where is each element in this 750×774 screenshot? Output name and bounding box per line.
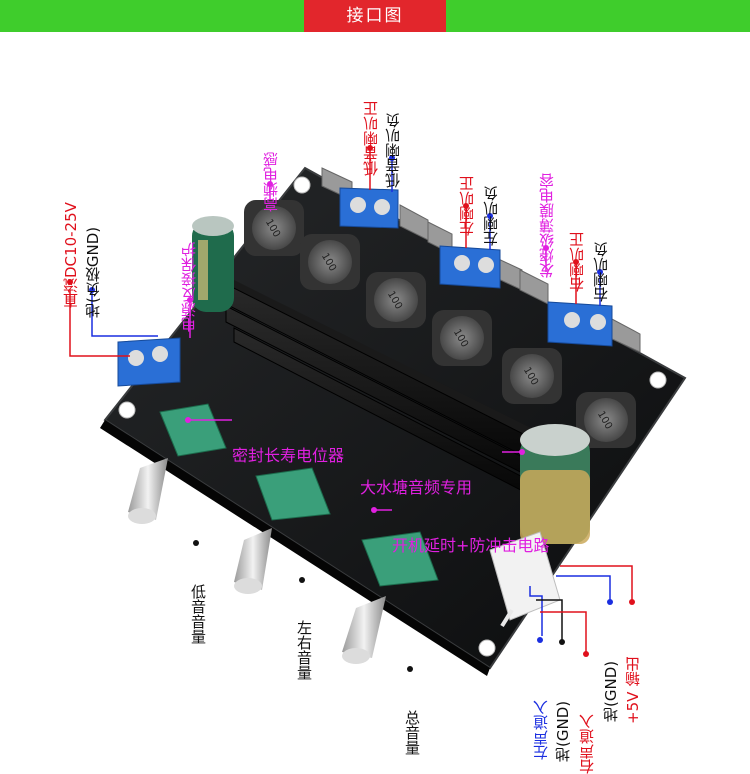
reverse-protection-label: 电源反接保护: [180, 242, 198, 332]
startup-delay-label: 开机延时+防冲击电路: [392, 536, 550, 555]
dc-input-label: 直流DC10-25V: [62, 202, 80, 308]
potentiometers: [159, 403, 439, 587]
film-capacitor-label: 发烧级薄膜电容: [538, 173, 556, 278]
terminals: [117, 187, 613, 387]
ground-gnd-label-1: 地(GND): [554, 700, 572, 762]
bass-speaker-neg-label: 低音喇叭负: [384, 113, 402, 188]
master-volume-label: 总音量: [403, 710, 421, 755]
inductors: 100 100 100 100 100 100: [244, 200, 636, 448]
board-photo: 100 100 100 100 100 100: [67, 145, 687, 676]
left-channel-in-label: 左声道入: [532, 700, 550, 760]
left-speaker-pos-label: 左喇叭正: [458, 176, 476, 236]
page-title: 接口图: [304, 0, 446, 32]
power-capacitor: [192, 216, 234, 312]
audio-capacitor: [520, 424, 590, 544]
right-speaker-pos-label: 右喇叭正: [568, 232, 586, 292]
photo-panel: 100 100 100 100 100 100: [0, 32, 750, 774]
ground-gnd-label-2: 地(GND): [602, 660, 620, 722]
left-speaker-neg-label: 左喇叭负: [482, 186, 500, 246]
right-speaker-neg-label: 右喇叭负: [592, 242, 610, 302]
audio-capacitor-label: 大水塘音频专用: [360, 478, 473, 497]
lr-volume-label: 左右音量: [295, 620, 313, 680]
right-channel-in-label: 右声道入: [578, 714, 596, 774]
bass-volume-label: 低音音量: [189, 584, 207, 644]
ground-negative-label: 地(负极GND): [84, 226, 102, 318]
high-freq-inductor-label: 高频电感: [262, 152, 280, 212]
sealed-potentiometer-label: 密封长寿电位器: [232, 446, 345, 465]
plus5v-out-label: +5V 输出: [624, 656, 642, 724]
knobs: [128, 458, 386, 664]
bass-speaker-pos-label: 低音喇叭正: [362, 101, 380, 176]
